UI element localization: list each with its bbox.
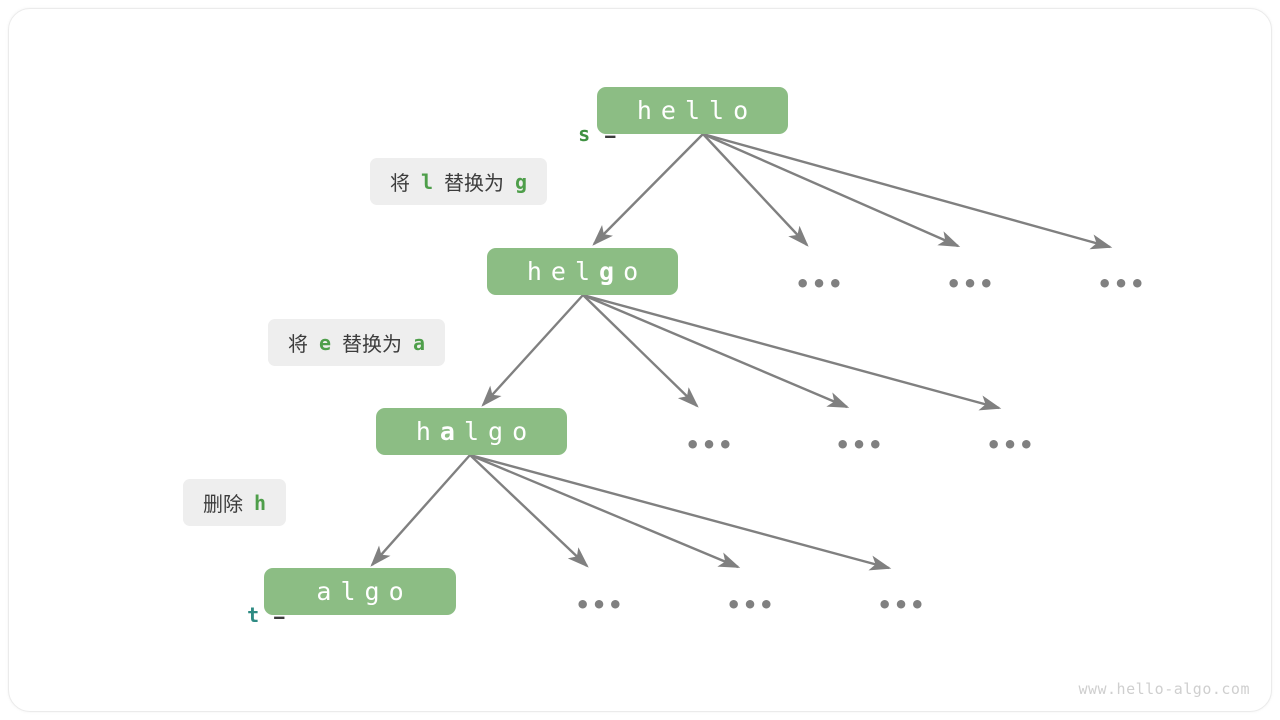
ellipsis-r3-c2: ••• <box>726 591 776 619</box>
op2-to-char: a <box>413 330 426 355</box>
node-halgo-char-3: g <box>488 417 513 446</box>
var-name-s: s <box>578 122 591 146</box>
node-helgo-char-1: e <box>550 257 575 286</box>
node-hello-char-1: e <box>660 96 685 125</box>
op1-to-char: g <box>515 169 528 194</box>
op3-prefix: 删除 <box>203 492 243 516</box>
op2-middle: 替换为 <box>342 332 403 356</box>
node-hello-char-3: l <box>709 96 734 125</box>
op-label-delete-h: 删除 h <box>183 479 287 526</box>
node-helgo-char-4: o <box>623 257 648 286</box>
op1-prefix: 将 <box>390 171 410 195</box>
node-halgo-char-1: a <box>439 417 464 446</box>
node-hello-char-4: o <box>733 96 758 125</box>
node-halgo-char-4: o <box>512 417 537 446</box>
node-algo-char-3: o <box>388 577 413 606</box>
node-algo-char-0: a <box>316 577 341 606</box>
op2-from-char: e <box>319 330 332 355</box>
node-helgo-char-0: h <box>526 257 551 286</box>
node-algo-char-1: l <box>340 577 365 606</box>
ellipsis-r1-c2: ••• <box>946 270 996 298</box>
ellipsis-r2-c1: ••• <box>685 431 735 459</box>
node-halgo-char-2: l <box>463 417 489 446</box>
node-helgo-char-2: l <box>574 257 600 286</box>
op2-prefix: 将 <box>288 332 308 356</box>
var-name-t: t <box>247 603 260 627</box>
ellipsis-r3-c1: ••• <box>575 591 625 619</box>
ellipsis-r1-c3: ••• <box>1097 270 1147 298</box>
node-hello-char-2: l <box>684 96 710 125</box>
node-hello-char-0: h <box>636 96 661 125</box>
node-halgo-char-0: h <box>415 417 440 446</box>
op1-middle: 替换为 <box>444 171 505 195</box>
watermark: www.hello-algo.com <box>1078 680 1250 698</box>
op1-from-char: l <box>421 169 434 194</box>
ellipsis-r2-c3: ••• <box>986 431 1036 459</box>
ellipsis-r1-c1: ••• <box>795 270 845 298</box>
node-helgo-char-3: g <box>599 257 624 286</box>
ellipsis-r2-c2: ••• <box>835 431 885 459</box>
node-algo-char-2: g <box>364 577 389 606</box>
ellipsis-r3-c3: ••• <box>877 591 927 619</box>
op3-from-char: h <box>254 490 267 515</box>
